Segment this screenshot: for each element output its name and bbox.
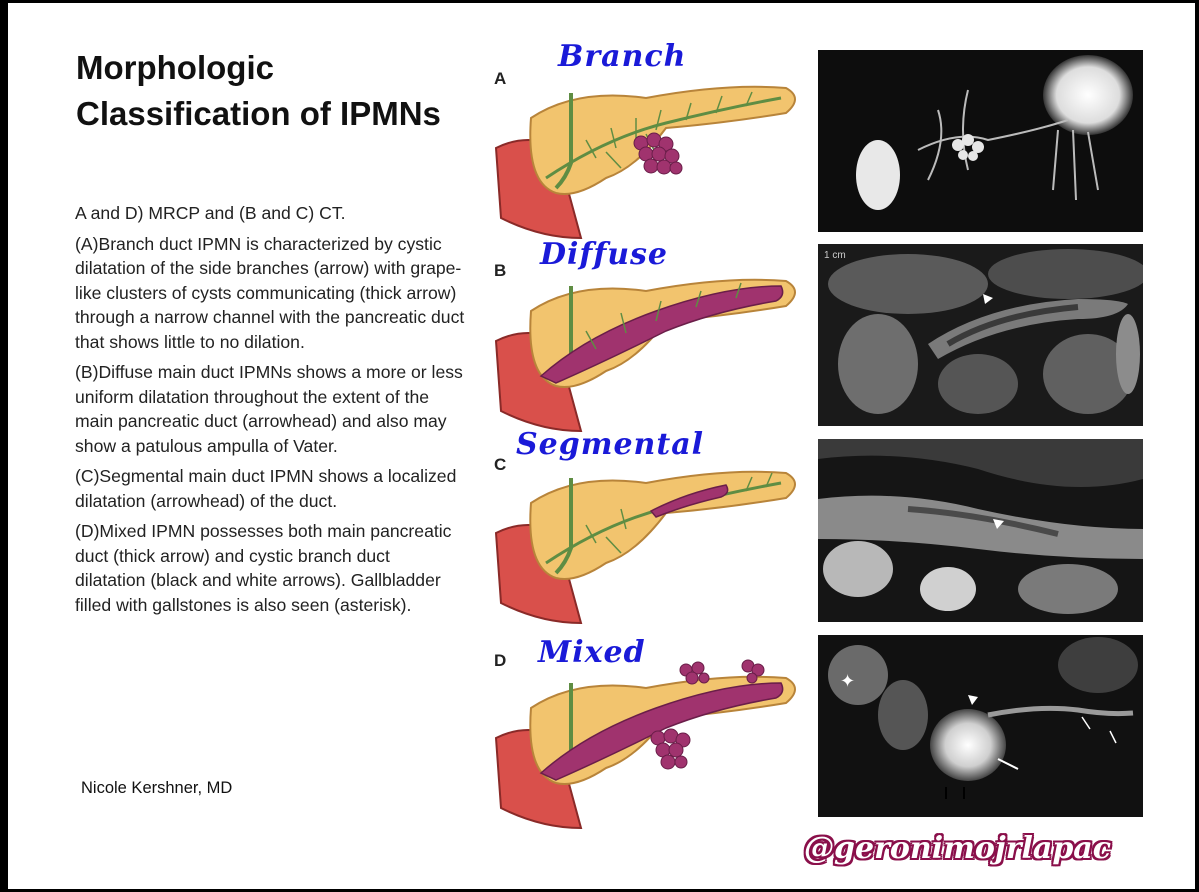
paragraph-modalities: A and D) MRCP and (B and C) CT. <box>75 203 346 223</box>
watermark-handle: @geronimojrlapac <box>804 831 1112 866</box>
panel-label-segmental: Segmental <box>516 427 705 462</box>
paragraph-diffuse: (B)Diffuse main duct IPMNs shows a more … <box>75 362 463 456</box>
paragraph-mixed: (D)Mixed IPMN possesses both main pancre… <box>75 521 452 615</box>
panel-label-mixed: Mixed <box>538 635 646 670</box>
page-title: Morphologic Classification of IPMNs <box>76 49 441 132</box>
panel-letter-a: A <box>494 69 507 88</box>
paragraph-branch: (A)Branch duct IPMN is characterized by … <box>75 233 465 352</box>
pancreas-illustration-segmental <box>494 470 796 625</box>
panel-letter-d: D <box>494 651 507 670</box>
panel-letter-b: B <box>494 261 507 280</box>
panel-letter-c: C <box>494 455 507 474</box>
pancreas-illustration-mixed <box>494 659 796 830</box>
pancreas-illustration-branch <box>494 85 796 240</box>
scale-label: 1 cm <box>824 250 846 261</box>
paragraph-segmental: (C)Segmental main duct IPMN shows a loca… <box>75 466 457 511</box>
pancreas-illustration-diffuse <box>494 278 796 433</box>
ct-image-segmental <box>818 439 1143 622</box>
ct-image-diffuse: 1 cm <box>818 244 1143 426</box>
author-credit: Nicole Kershner, MD <box>81 779 233 797</box>
svg-text:✦: ✦ <box>840 671 855 692</box>
panel-label-diffuse: Diffuse <box>540 237 669 272</box>
slide: Morphologic Classification of IPMNs A an… <box>8 3 1195 889</box>
description-text: A and D) MRCP and (B and C) CT. (A)Branc… <box>75 201 465 623</box>
mrcp-image-mixed: ✦ <box>818 635 1143 817</box>
panel-label-branch: Branch <box>558 39 687 74</box>
mrcp-image-branch <box>818 50 1143 232</box>
